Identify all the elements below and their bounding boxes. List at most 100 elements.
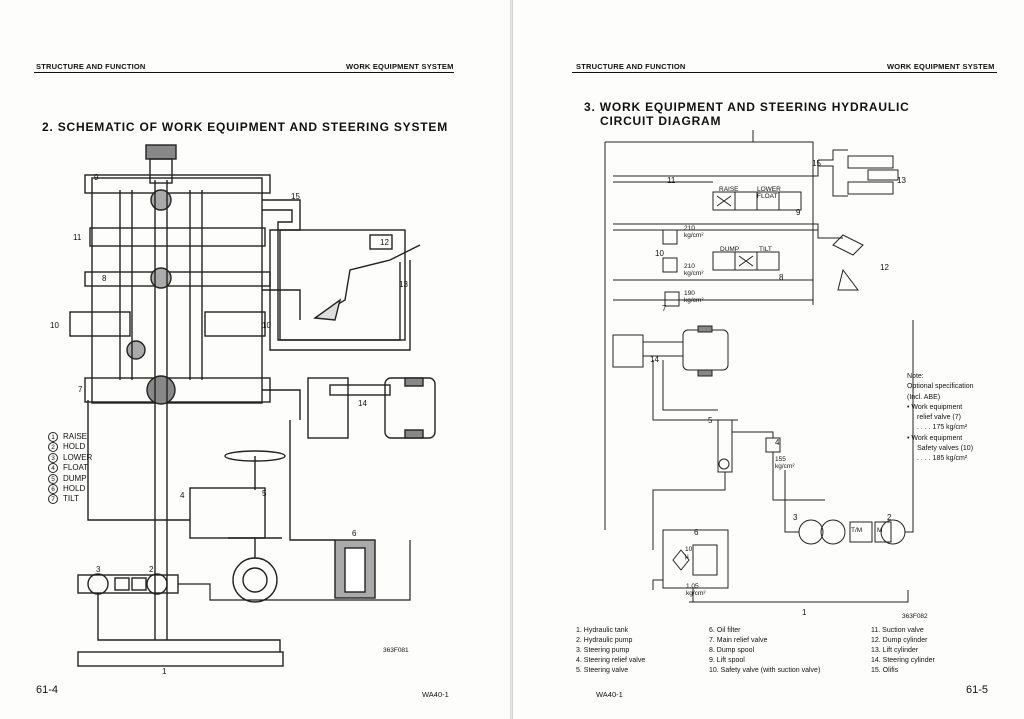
steering-pump-symbol — [798, 519, 824, 545]
svg-text:8: 8 — [102, 274, 107, 283]
note-bullet-2-value: . . . . 185 kg/cm² — [917, 455, 968, 463]
svg-text:10: 10 — [50, 321, 59, 330]
parts-list-col1: 1. Hydraulic tank 2. Hydraulic pump 3. S… — [576, 626, 645, 676]
right-page-number: 61-5 — [966, 684, 989, 696]
relief-valve-190 — [664, 291, 680, 307]
label-pressure-210b: 210 kg/cm² — [684, 263, 704, 277]
parts-item: 8. Dump spool — [709, 647, 755, 654]
svg-text:3: 3 — [96, 565, 101, 574]
relief-valve-210b — [662, 257, 678, 273]
control-valve-block — [91, 177, 263, 404]
right-model-code: WA40-1 — [596, 690, 623, 699]
callout-9: 9 — [796, 208, 801, 217]
left-header-rule — [34, 72, 454, 73]
callout-10: 10 — [655, 249, 664, 258]
svg-text:6: 6 — [352, 529, 357, 538]
left-page-title: 2. SCHEMATIC OF WORK EQUIPMENT AND STEER… — [42, 120, 449, 134]
callout-4: 4 — [775, 438, 780, 447]
oil-filter-box — [662, 529, 729, 589]
spool-8 — [84, 271, 271, 287]
note-line: (Incl. ABE) — [907, 393, 941, 401]
parts-item: 10. Safety valve (with suction valve) — [709, 667, 821, 674]
steering-valve-symbol — [717, 419, 733, 473]
callout-12: 12 — [880, 263, 889, 272]
label-pressure-190: 190 kg/cm² — [684, 290, 704, 304]
callout-8: 8 — [779, 273, 784, 282]
label-filter-micron: 10 µ — [685, 546, 693, 560]
callout-1: 1 — [802, 608, 807, 617]
hydraulic-pump — [146, 573, 168, 595]
left-figure-code: 363F081 — [383, 647, 409, 654]
parts-item: 11. Suction valve — [871, 627, 924, 634]
label-pressure-155-unit: kg/cm² — [775, 463, 795, 470]
callout-5: 5 — [708, 416, 713, 425]
parts-item: 3. Steering pump — [576, 647, 630, 654]
steering-motor — [232, 557, 278, 603]
left-model-code: WA40-1 — [422, 690, 449, 699]
callout-3: 3 — [793, 513, 798, 522]
label-dump: DUMP — [720, 246, 740, 253]
hydraulic-pump-symbol — [820, 519, 846, 545]
steering-pump — [87, 573, 109, 595]
note-bullet-2-detail: Safety valves (10) — [917, 445, 974, 453]
lift-cylinder-lower — [847, 181, 894, 195]
label-tm: T/M — [851, 527, 863, 534]
work-equipment-schematic: 9 15 11 12 8 13 10 10 7 14 4 5 6 3 2 1 — [50, 144, 436, 676]
label-tilt: TILT — [759, 246, 772, 253]
note-bullet-1-detail: relief valve (7) — [917, 414, 961, 422]
svg-text:11: 11 — [73, 233, 82, 242]
label-pressure-155: 155 — [775, 456, 786, 463]
parts-item: 13. Lift cylinder — [871, 647, 919, 654]
note-line: Optional specification — [907, 383, 974, 391]
label-pressure-105: 1.05 kg/cm² — [686, 583, 706, 597]
callout-11: 11 — [667, 176, 676, 185]
parts-item: 7. Main relief valve — [709, 637, 768, 644]
parts-item: 6. Oil filter — [709, 627, 741, 634]
right-page-title-line1: 3. WORK EQUIPMENT AND STEERING HYDRAULIC — [584, 100, 910, 114]
parts-item: 9. Lift spool — [709, 657, 745, 664]
callout-6: 6 — [694, 528, 699, 537]
callout-14: 14 — [650, 355, 659, 364]
parts-item: 2. Hydraulic pump — [576, 637, 633, 644]
right-figure-code: 363F082 — [902, 613, 928, 620]
relief-valve-210a — [662, 229, 678, 245]
svg-text:9: 9 — [94, 173, 99, 182]
spool-9 — [84, 174, 271, 194]
left-page-number: 61-4 — [36, 684, 59, 696]
callout-2: 2 — [887, 513, 892, 522]
book-gutter — [510, 0, 513, 719]
callout-13: 13 — [897, 176, 906, 185]
right-header-section: STRUCTURE AND FUNCTION — [576, 62, 686, 71]
spool-11 — [89, 227, 266, 247]
parts-item: 4. Steering relief valve — [576, 657, 646, 664]
hydraulic-circuit-diagram — [604, 130, 914, 603]
svg-text:10: 10 — [262, 321, 271, 330]
svg-text:15: 15 — [291, 192, 300, 201]
safety-valve-left — [69, 311, 131, 337]
right-page — [513, 0, 1024, 719]
svg-text:5: 5 — [262, 489, 267, 498]
tank-return-line — [689, 590, 909, 603]
right-page-title-line2: CIRCUIT DIAGRAM — [600, 114, 722, 128]
parts-list-col2: 6. Oil filter 7. Main relief valve 8. Du… — [709, 626, 820, 676]
right-header-rule — [572, 72, 997, 73]
svg-text:4: 4 — [180, 491, 185, 500]
parts-item: 5. Steering valve — [576, 667, 629, 674]
note-bullet-1-value: . . . . 175 kg/cm² — [917, 424, 968, 432]
valve-cap — [145, 144, 177, 160]
label-pressure-210a: 210 kg/cm² — [684, 225, 704, 239]
left-header-section: STRUCTURE AND FUNCTION — [36, 62, 146, 71]
callout-15: 15 — [812, 159, 821, 168]
dump-cylinder-12 — [369, 234, 393, 250]
parts-item: 12. Dump cylinder — [871, 637, 928, 644]
lift-cylinder-upper — [847, 155, 894, 169]
right-header-topic: WORK EQUIPMENT SYSTEM — [887, 62, 995, 71]
main-relief-valve — [84, 377, 271, 403]
steering-cylinder — [612, 334, 644, 368]
optional-spec-note: Note: Optional specification (Incl. ABE)… — [907, 372, 974, 465]
